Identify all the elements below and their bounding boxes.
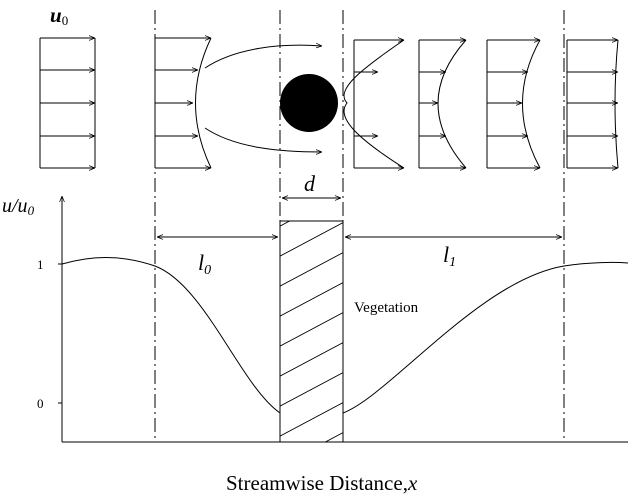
vegetation-stem-circle (280, 74, 338, 132)
guide-lines (154, 10, 565, 442)
flow-streamline-top (204, 45, 322, 69)
l0-label: l0 (198, 250, 211, 278)
vegetation-zone (279, 220, 344, 443)
flow-streamline-bottom (204, 127, 322, 152)
x-axis-title: Streamwise Distance,x (226, 471, 418, 495)
profile-uniform-inlet (39, 38, 96, 168)
profile-upstream (154, 38, 212, 168)
profile-wake-far (486, 40, 541, 168)
l1-label: l1 (443, 242, 456, 270)
y-axis-label: u/u0 (2, 195, 35, 218)
profile-wake-near (343, 40, 405, 168)
velocity-profiles (39, 38, 619, 168)
vegetation-label: Vegetation (354, 300, 419, 316)
profile-recovered (566, 40, 619, 168)
plot-axes (58, 196, 628, 443)
profile-wake-mid (418, 40, 467, 168)
tick-1-label: 1 (37, 257, 44, 272)
inflow-velocity-label: u0 (50, 3, 68, 28)
tick-0-label: 0 (37, 396, 44, 411)
d-label: d (304, 171, 316, 196)
velocity-curve (61, 257, 629, 414)
